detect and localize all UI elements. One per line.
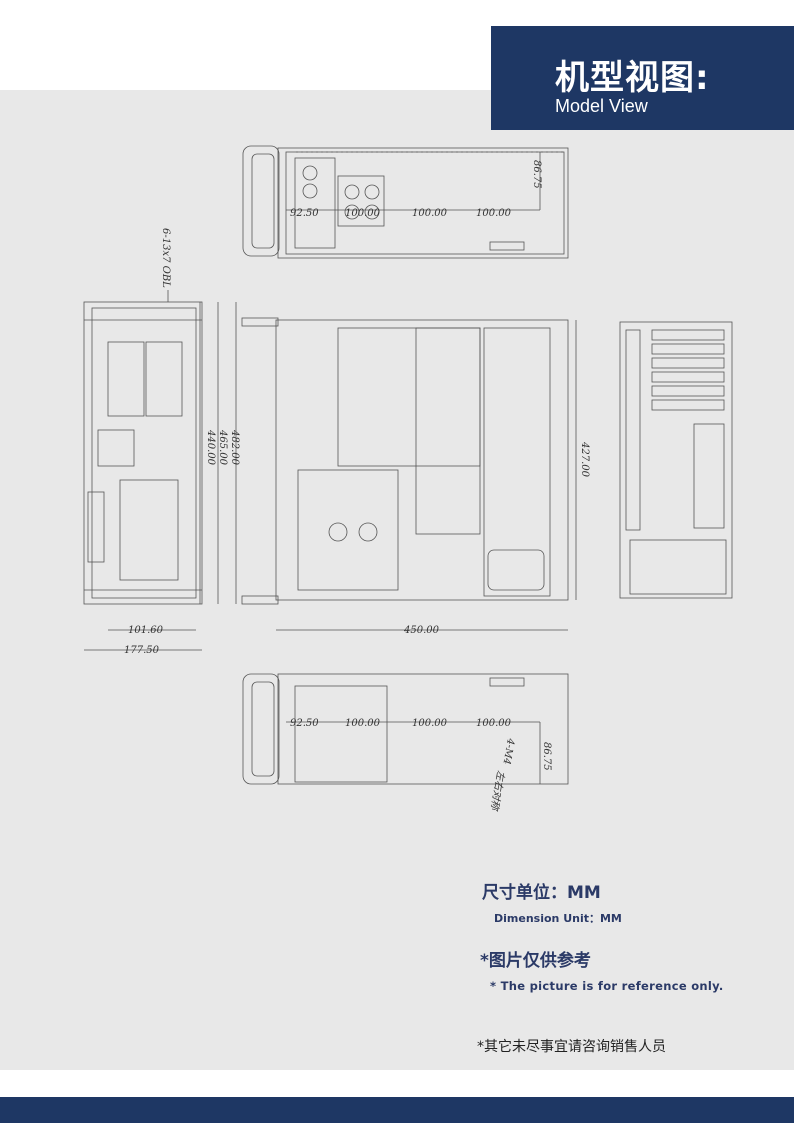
front-body [83, 301, 203, 605]
top-hole [344, 204, 360, 220]
dim-bottom-note: 4-M4 [500, 736, 516, 765]
side-hole [358, 522, 378, 542]
top-view [242, 145, 569, 259]
front-view [83, 290, 237, 651]
front-switch [97, 429, 135, 467]
side-view [241, 317, 577, 631]
bottom-bracket [294, 685, 388, 783]
dim-bottom-92: 92.50 [290, 718, 319, 729]
dim-top-100b: 100.00 [412, 208, 448, 219]
header-title: 机型视图: [555, 58, 710, 98]
dim-top-100c: 100.00 [476, 208, 512, 219]
bottom-handle [242, 673, 280, 785]
top-plate [294, 157, 336, 249]
header-subtitle: Model View [555, 96, 648, 116]
reference-note-en: * The picture is for reference only. [490, 979, 724, 993]
side-motherboard [337, 327, 481, 467]
top-handle-inner [251, 153, 275, 249]
side-rail-top [241, 317, 279, 327]
dim-bottom-100a: 100.00 [345, 718, 381, 729]
side-rail-bottom [241, 595, 279, 605]
dim-side-450: 450.00 [403, 625, 440, 636]
rear-slot [651, 343, 725, 355]
side-fan [487, 549, 545, 591]
top-hole [302, 183, 318, 199]
dim-front-177: 177.50 [124, 645, 160, 656]
dim-bottom-100b: 100.00 [412, 718, 448, 729]
side-board-ext [415, 327, 481, 535]
dim-front-440: 440.00 [205, 429, 216, 466]
dimension-unit-label: 尺寸单位：MM [482, 883, 601, 903]
dim-side-note: 6-13x7 OBL [160, 228, 171, 288]
dim-front-482: 482.00 [229, 429, 240, 466]
top-latch [489, 241, 525, 251]
dim-front-465: 465.00 [217, 429, 228, 466]
technical-drawing: 92.50 100.00 100.00 100.00 86.75 6-13x7 … [0, 130, 794, 830]
rear-vent [625, 329, 641, 531]
side-expansion [483, 327, 551, 597]
rear-body [619, 321, 733, 599]
top-bracket [337, 175, 385, 227]
bottom-body [277, 673, 569, 785]
top-handle [242, 145, 280, 257]
rear-slot [651, 385, 725, 397]
dim-bottom-height: 86.75 [541, 742, 552, 771]
dim-top-92: 92.50 [290, 208, 319, 219]
dim-top-100a: 100.00 [345, 208, 381, 219]
bottom-handle-inner [251, 681, 275, 777]
front-bay [119, 479, 179, 581]
dim-top-height: 86.75 [531, 160, 542, 189]
dim-side-427: 427.00 [579, 441, 590, 478]
header-banner: 机型视图: Model View [491, 26, 794, 130]
rear-slot [651, 329, 725, 341]
bottom-view [242, 673, 569, 785]
side-psu-bay [297, 469, 399, 591]
front-panel [91, 307, 197, 599]
top-body-inner [285, 151, 565, 255]
top-hole [364, 204, 380, 220]
side-body [275, 319, 569, 601]
drawing-svg: 92.50 100.00 100.00 100.00 86.75 6-13x7 … [83, 145, 733, 813]
dim-bottom-note2: 左右对称 [488, 769, 507, 812]
top-hole [344, 184, 360, 200]
front-vent-right [145, 341, 183, 417]
dim-front-101: 101.60 [128, 625, 164, 636]
front-vent-left [107, 341, 145, 417]
rear-view [619, 321, 733, 599]
top-hole [302, 165, 318, 181]
footer-bar [0, 1097, 794, 1123]
rear-slot [651, 371, 725, 383]
reference-note: *图片仅供参考 [480, 951, 591, 971]
front-bay-small [87, 491, 105, 563]
rear-slot [651, 399, 725, 411]
contact-note: *其它未尽事宜请咨询销售人员 [477, 1039, 666, 1055]
side-hole [328, 522, 348, 542]
rear-io [693, 423, 725, 529]
rear-slot [651, 357, 725, 369]
bottom-latch [489, 677, 525, 687]
dim-bottom-100c: 100.00 [476, 718, 512, 729]
rear-psu [629, 539, 727, 595]
top-body [277, 147, 569, 259]
top-hole [364, 184, 380, 200]
dimension-unit-label-en: Dimension Unit：MM [494, 912, 622, 925]
